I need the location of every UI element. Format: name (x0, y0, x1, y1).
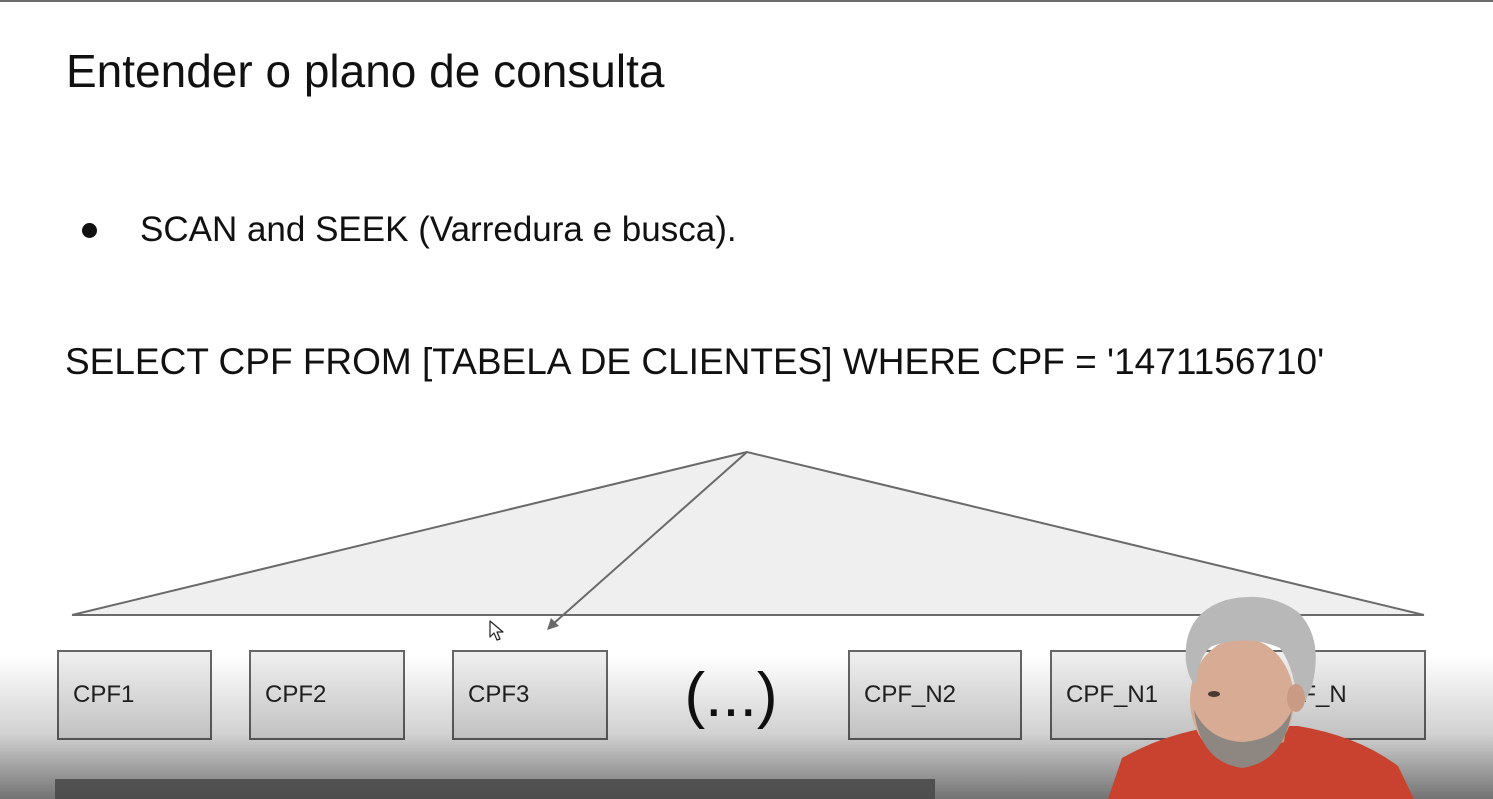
presenter-webcam (1108, 596, 1414, 799)
leaf-node: CPF_N2 (848, 650, 1022, 740)
leaf-label: CPF3 (468, 681, 530, 708)
leaf-label: CPF1 (73, 681, 135, 708)
leaf-node: CPF2 (249, 650, 405, 740)
presenter-hair (1185, 596, 1316, 712)
top-rule (0, 0, 1493, 2)
presenter-shirt (1108, 726, 1414, 799)
presenter-beard (1194, 710, 1292, 768)
leaf-label: CPF_N2 (864, 681, 957, 708)
presenter-eye (1208, 691, 1220, 697)
leaf-ellipsis: (...) (684, 660, 778, 730)
seek-arrow-line (552, 451, 748, 625)
slide-title: Entender o plano de consulta (66, 45, 665, 97)
bullet-dot-icon (82, 222, 97, 238)
leaf-node: CPF3 (452, 650, 608, 740)
presenter-face (1190, 638, 1294, 762)
leaf-label: CPF2 (265, 681, 327, 708)
mouse-cursor-icon (489, 620, 504, 641)
presenter-ear (1287, 684, 1305, 712)
sql-query: SELECT CPF FROM [TABELA DE CLIENTES] WHE… (65, 341, 1325, 382)
video-progress-bar[interactable] (55, 779, 935, 799)
seek-arrow-head-icon (547, 618, 559, 630)
bullet-item: SCAN and SEEK (Varredura e busca). (82, 205, 737, 255)
bullet-text: SCAN and SEEK (Varredura e busca). (140, 210, 737, 249)
index-tree-triangle (71, 450, 1425, 616)
leaf-node: CPF1 (57, 650, 212, 740)
